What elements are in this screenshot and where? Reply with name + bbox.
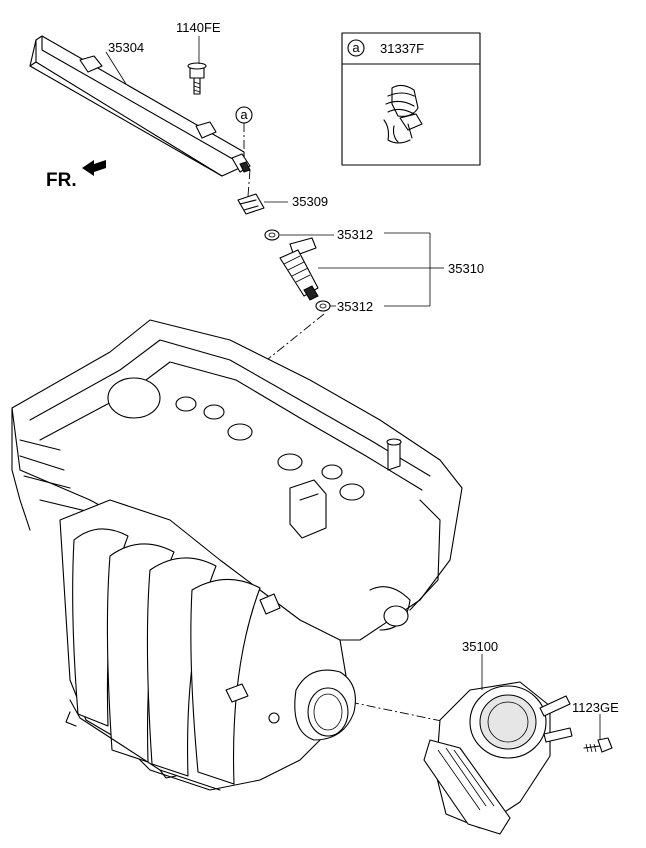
label-clip: 35309 [292,194,328,209]
bolt-1123ge [583,737,613,753]
label-injector-assy: 35310 [448,261,484,276]
part-labels: 35304 1140FE 35309 35312 35310 35312 351… [108,20,619,715]
inset-circle-letter: a [352,40,360,55]
inset-circle-ref [347,39,365,57]
label-bolt-throttle: 1123GE [572,700,619,715]
front-marker: FR. [46,160,106,191]
inset-box: a 31337F [341,32,481,166]
inset-part-number: 31337F [380,41,424,56]
guide-line [349,701,457,725]
label-oring-upper: 35312 [337,227,373,242]
callout-ref-a: a [235,106,253,152]
callout-letter: a [240,107,248,122]
label-fuel-rail: 35304 [108,40,144,55]
label-oring-lower: 35312 [337,299,373,314]
oring-lower [315,300,331,312]
front-arrow-icon [82,160,106,176]
manifold-throttle-flange [294,669,356,741]
guide-line [247,169,251,197]
bolt-1140fe [187,62,207,95]
fuel-rail [29,35,251,177]
clip-35309 [237,193,265,215]
front-marker-text: FR. [46,170,77,191]
leader-lines [105,36,601,740]
injector [279,237,319,301]
oring-upper [264,229,280,241]
throttle-body [423,681,573,835]
clip-connector-illustration [383,84,423,144]
engine-assembly [11,319,463,791]
label-throttle-body: 35100 [462,639,498,654]
label-bolt-rail: 1140FE [176,20,221,35]
